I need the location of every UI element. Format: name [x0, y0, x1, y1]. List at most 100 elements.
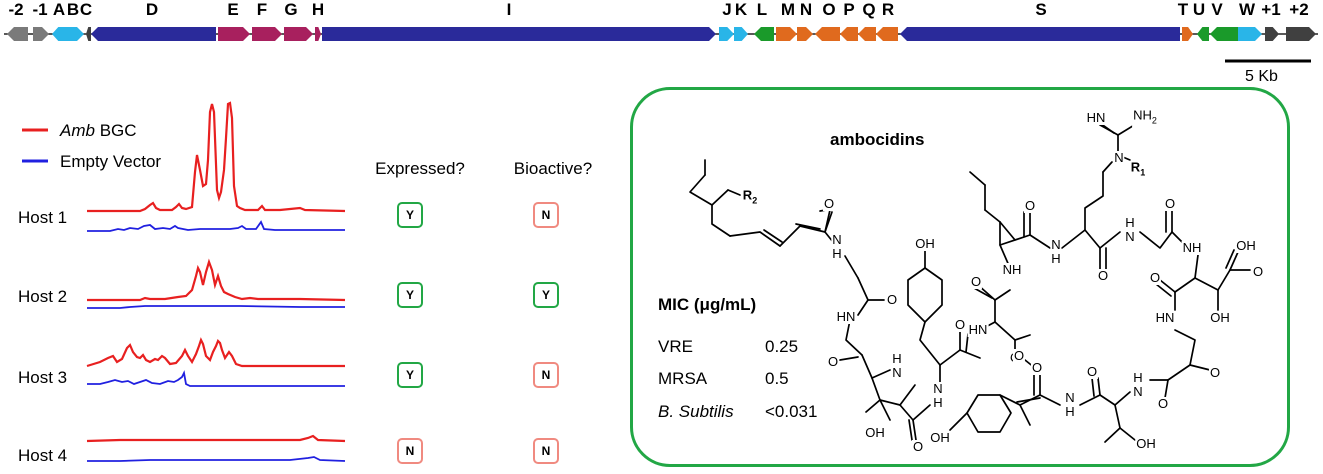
expressed-badge-host1: Y: [397, 202, 423, 228]
gene-arrow: [315, 27, 321, 41]
atom-nh: NH: [1181, 240, 1203, 255]
gene-arrow: [33, 27, 49, 41]
gene-label: G: [284, 0, 298, 19]
gene-label-row: -2 -1 A B C D E F G H I J K L M N O P Q …: [0, 0, 1323, 30]
trace-host4-empty: [87, 456, 346, 462]
gene-arrow: [815, 27, 840, 41]
gene-arrow: [900, 27, 1180, 41]
atom-hn: HN: [967, 322, 989, 337]
gene-label: K: [734, 0, 748, 19]
scale-bar-label: 5 Kb: [1245, 68, 1278, 85]
gene-label: Q: [862, 0, 876, 19]
atom-o: O: [1023, 198, 1037, 213]
atom-o: O: [1163, 196, 1177, 211]
atom-o: O: [885, 292, 899, 307]
host-label-3: Host 3: [18, 368, 68, 387]
gene-label: D: [145, 0, 159, 19]
gene-arrow: [322, 27, 716, 41]
trace-host4-amb: [86, 434, 346, 443]
atom-nh2: NH2: [1132, 107, 1158, 128]
atom-o: O: [953, 317, 967, 332]
gene-arrow: [776, 27, 797, 41]
gene-arrow: [91, 27, 216, 41]
atom-r1: R1: [1129, 159, 1147, 180]
gene-label: R: [881, 0, 895, 19]
expressed-badge-host3: Y: [397, 362, 423, 388]
gene-label: +2: [1289, 0, 1309, 19]
atom-oh: OH: [864, 425, 886, 440]
gene-label: +1: [1261, 0, 1281, 19]
host-label-4: Host 4: [18, 446, 68, 465]
gene-arrow: [7, 27, 28, 41]
atom-nh: NH: [1001, 262, 1023, 277]
mic-value: 0.5: [765, 369, 789, 388]
expressed-badge-host2: Y: [397, 282, 423, 308]
gene-label: B: [66, 0, 80, 19]
mic-organism: VRE: [658, 337, 693, 356]
atom-o: O: [826, 354, 840, 369]
mic-organism: B. Subtilis: [658, 402, 734, 421]
gene-label: L: [756, 0, 768, 19]
gene-arrow: [284, 27, 313, 41]
gene-label: F: [256, 0, 268, 19]
mic-value: <0.031: [765, 402, 818, 421]
bioactive-badge-host3: N: [533, 362, 559, 388]
atom-hn: HN: [1154, 310, 1176, 325]
atom-o: O: [1096, 268, 1110, 283]
gene-label: A: [52, 0, 66, 19]
gene-label: C: [79, 0, 93, 19]
bioactive-badge-host4: N: [533, 438, 559, 464]
gene-arrow: [754, 27, 774, 41]
trace-host1-amb: [87, 101, 346, 213]
atom-oh: OH: [1135, 436, 1157, 451]
gene-arrow: [719, 27, 734, 41]
gene-arrow: [66, 27, 84, 41]
atom-o: O: [822, 196, 836, 211]
legend-amb-bgc: Amb BGC: [60, 121, 137, 140]
gene-arrow: [1265, 27, 1279, 41]
gene-arrow: [1210, 27, 1238, 41]
atom-ho: OH: [929, 430, 951, 445]
gene-arrow: [858, 27, 876, 41]
atom-o: O: [1251, 264, 1265, 279]
atom-oh: OH: [1235, 238, 1257, 253]
trace-host2-amb: [87, 258, 346, 302]
gene-arrow: [1238, 27, 1262, 41]
gene-label: W: [1238, 0, 1256, 19]
gene-label: O: [822, 0, 836, 19]
legend-empty-vector: Empty Vector: [60, 152, 162, 171]
atom-o: O: [1156, 396, 1170, 411]
atom-hn: HN: [835, 309, 857, 324]
gene-label: I: [506, 0, 512, 19]
host-label-2: Host 2: [18, 287, 68, 306]
trace-host3-amb: [86, 337, 345, 368]
gene-label: S: [1035, 0, 1047, 19]
gene-arrow: [86, 27, 91, 41]
expressed-column-title: Expressed?: [375, 159, 465, 178]
atom-hn: HN: [1085, 110, 1107, 125]
gene-arrow: [1197, 27, 1209, 41]
gene-arrow: [218, 27, 250, 41]
gene-arrows: [7, 27, 1316, 41]
trace-host1-empty: [87, 220, 345, 232]
gene-arrow: [876, 27, 898, 41]
bioactive-badge-host2: Y: [533, 282, 559, 308]
atom-oh: OH: [914, 236, 936, 251]
gene-arrow: [734, 27, 748, 41]
gene-arrow: [252, 27, 282, 41]
atom-o: O: [1085, 364, 1099, 379]
bioactive-badge-host1: N: [533, 202, 559, 228]
bioactive-column-title: Bioactive?: [513, 159, 593, 178]
atom-o: O: [1012, 348, 1026, 363]
gene-label: N: [799, 0, 813, 19]
trace-host3-empty: [87, 370, 345, 387]
compound-name: ambocidins: [830, 130, 925, 149]
gene-arrow: [840, 27, 858, 41]
gene-label: T: [1177, 0, 1189, 19]
atom-o: O: [911, 439, 925, 454]
